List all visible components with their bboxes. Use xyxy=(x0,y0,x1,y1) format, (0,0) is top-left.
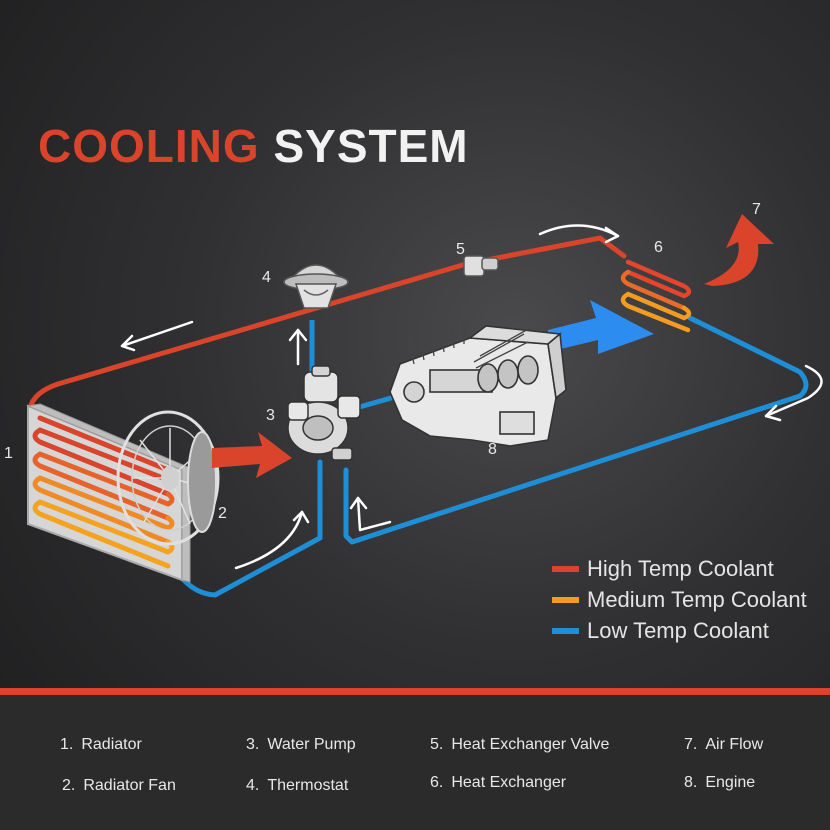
cold-supply-pipe xyxy=(179,459,323,598)
cooling-system-diagram: 1 2 3 4 5 6 7 8 xyxy=(4,201,823,598)
key-item-6: 6. Heat Exchanger xyxy=(430,774,566,792)
key-item-4: 4. Thermostat xyxy=(246,777,348,795)
key-label-2: Radiator Fan xyxy=(83,777,176,794)
page-title: COOLING SYSTEM xyxy=(38,118,469,174)
engine-pipe xyxy=(355,393,399,411)
key-label-6: Heat Exchanger xyxy=(451,774,567,791)
legend-swatch-medium xyxy=(552,596,579,603)
heat-exchanger xyxy=(620,259,692,333)
legend-high: High Temp Coolant xyxy=(552,553,807,584)
key-item-8: 8. Engine xyxy=(684,774,755,792)
key-num-1: 1. xyxy=(60,736,74,753)
key-num-3: 3. xyxy=(246,736,260,753)
key-num-6: 6. xyxy=(430,774,444,791)
hot-coolant-pipe xyxy=(27,235,627,411)
water-pump xyxy=(287,365,361,461)
marker-5: 5 xyxy=(456,241,465,258)
marker-8: 8 xyxy=(488,441,497,458)
key-item-1: 1. Radiator xyxy=(60,736,142,754)
legend-swatch-low xyxy=(552,627,579,634)
cool-airflow-arrow xyxy=(548,300,654,354)
thermostat xyxy=(283,264,349,309)
key-label-3: Water Pump xyxy=(267,736,356,753)
engine xyxy=(389,322,567,447)
marker-1: 1 xyxy=(4,445,13,462)
key-item-2: 2. Radiator Fan xyxy=(62,777,176,795)
legend-label-high: High Temp Coolant xyxy=(587,555,774,581)
title-cooling: COOLING xyxy=(38,120,260,172)
key-label-8: Engine xyxy=(705,774,756,791)
coolant-legend: High Temp Coolant Medium Temp Coolant Lo… xyxy=(552,553,807,646)
key-num-5: 5. xyxy=(430,736,444,753)
marker-4: 4 xyxy=(262,269,271,286)
marker-6: 6 xyxy=(654,239,663,256)
legend-label-medium: Medium Temp Coolant xyxy=(587,586,807,612)
radiator xyxy=(26,403,191,583)
key-num-4: 4. xyxy=(246,777,260,794)
key-item-5: 5. Heat Exchanger Valve xyxy=(430,736,609,754)
key-label-1: Radiator xyxy=(81,736,142,753)
key-label-7: Air Flow xyxy=(705,736,764,753)
marker-2: 2 xyxy=(218,505,227,522)
key-label-4: Thermostat xyxy=(267,777,349,794)
legend-low: Low Temp Coolant xyxy=(552,615,807,646)
cold-return-pipe xyxy=(343,315,809,545)
legend-label-low: Low Temp Coolant xyxy=(587,617,769,643)
key-num-2: 2. xyxy=(62,777,76,794)
key-num-7: 7. xyxy=(684,736,698,753)
parts-key: 1. Radiator 2. Radiator Fan 3. Water Pump 4… xyxy=(0,695,830,830)
marker-7: 7 xyxy=(752,201,761,218)
airflow-out-arrow xyxy=(704,214,774,286)
fan-airflow-arrow xyxy=(212,432,292,478)
footer-divider xyxy=(0,688,830,695)
radiator-fan xyxy=(116,410,220,546)
title-system: SYSTEM xyxy=(273,120,469,172)
key-item-7: 7. Air Flow xyxy=(684,736,763,754)
legend-swatch-high xyxy=(552,565,579,572)
flow-direction-arrows xyxy=(120,224,823,570)
key-label-5: Heat Exchanger Valve xyxy=(451,736,610,753)
key-num-8: 8. xyxy=(684,774,698,791)
marker-3: 3 xyxy=(266,407,275,424)
heat-exchanger-valve xyxy=(463,255,499,277)
key-item-3: 3. Water Pump xyxy=(246,736,356,754)
legend-medium: Medium Temp Coolant xyxy=(552,584,807,615)
